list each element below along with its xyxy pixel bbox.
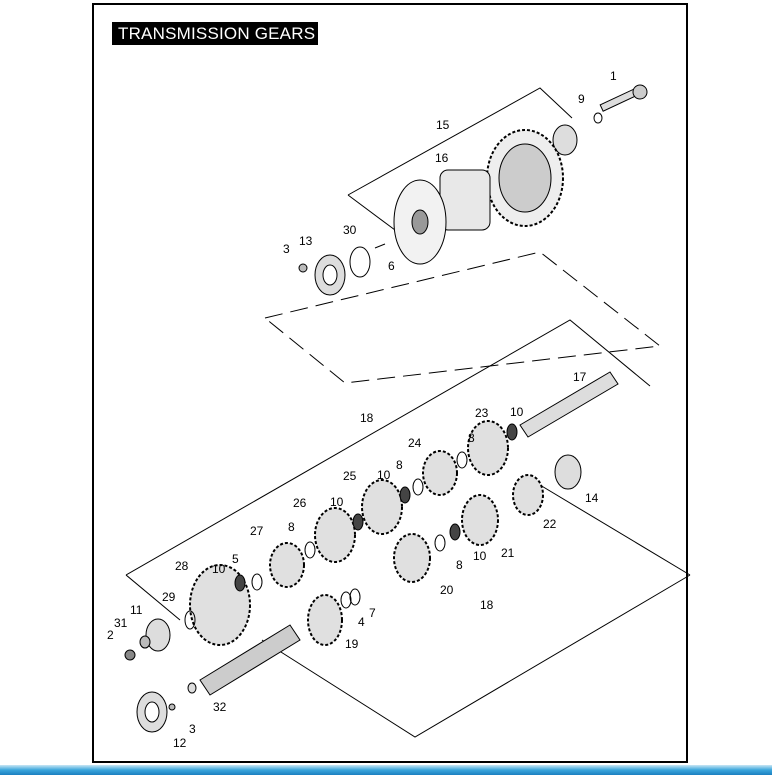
callout-13: 13: [299, 234, 313, 248]
countershaft-part: [199, 624, 301, 696]
washer-part-8: [456, 451, 468, 469]
callout-6: 6: [388, 259, 395, 273]
gear-part-22: [512, 474, 544, 516]
bushing-part: [552, 124, 578, 156]
screw-part-3: [298, 263, 308, 273]
bearing-part-10: [506, 423, 518, 441]
dowel-part-32: [187, 682, 197, 694]
diagram-title: TRANSMISSION GEARS: [112, 22, 318, 45]
callout-10: 10: [473, 549, 487, 563]
gear-part-19: [307, 594, 343, 646]
gear-part-24: [422, 450, 458, 496]
ring-part-4: [340, 591, 352, 609]
callout-3: 3: [189, 722, 196, 736]
screw-part-2: [124, 649, 136, 661]
washer-part-5: [251, 573, 263, 591]
callout-3: 3: [283, 242, 290, 256]
callout-18: 18: [360, 411, 374, 425]
ring-part-30: [349, 246, 371, 278]
callout-4: 4: [358, 615, 365, 629]
callout-21: 21: [501, 546, 515, 560]
callout-12: 12: [173, 736, 187, 750]
callout-10: 10: [212, 562, 226, 576]
callout-32: 32: [213, 700, 227, 714]
callout-19: 19: [345, 637, 359, 651]
callout-29: 29: [162, 590, 176, 604]
diagram-frame: [92, 3, 688, 763]
callout-labels: 1 9 15 16 13 30 3 6 17 18 23 10 8 24 25 …: [107, 69, 617, 750]
washer-part-9: [593, 112, 603, 124]
gear-part-26: [314, 507, 356, 563]
callout-15: 15: [436, 118, 450, 132]
window-bottom-bar: [0, 765, 772, 775]
callout-10: 10: [510, 405, 524, 419]
pin-part-6: [374, 243, 386, 249]
damper-part-16: [439, 169, 491, 231]
bolt-part-1: [599, 84, 648, 112]
callout-8: 8: [288, 520, 295, 534]
leader-bracket-18-lower: [261, 574, 691, 738]
callout-30: 30: [343, 223, 357, 237]
callout-23: 23: [475, 406, 489, 420]
gear-part-27: [269, 542, 305, 588]
callout-22: 22: [543, 517, 557, 531]
shaft-part-17: [519, 371, 619, 438]
callout-1: 1: [610, 69, 617, 83]
parts: [124, 84, 648, 733]
callout-27: 27: [250, 524, 264, 538]
callout-10: 10: [330, 495, 344, 509]
callout-24: 24: [408, 436, 422, 450]
callout-28: 28: [175, 559, 189, 573]
callout-8: 8: [468, 431, 475, 445]
screw-part-3b: [168, 703, 176, 711]
leader-bracket-15: [347, 87, 573, 196]
callout-11: 11: [130, 603, 143, 617]
callout-14: 14: [585, 491, 599, 505]
callout-18: 18: [480, 598, 494, 612]
callout-8: 8: [456, 558, 463, 572]
callout-8: 8: [396, 458, 403, 472]
gear-part-23: [467, 420, 509, 476]
callout-25: 25: [343, 469, 357, 483]
bearing-part-14: [554, 454, 582, 490]
callout-17: 17: [573, 370, 587, 384]
callout-5: 5: [232, 552, 239, 566]
dashed-group-outline: [263, 251, 662, 384]
ring-part-7: [349, 588, 361, 606]
callout-16: 16: [435, 151, 449, 165]
gear-part-21: [461, 494, 499, 546]
callout-31: 31: [114, 616, 128, 630]
callout-7: 7: [369, 606, 376, 620]
gear-part-25: [361, 479, 403, 535]
callout-9: 9: [578, 92, 585, 106]
callout-26: 26: [293, 496, 307, 510]
washer-part-29: [184, 610, 196, 630]
callout-20: 20: [440, 583, 454, 597]
leader-bracket-18-upper: [125, 319, 651, 576]
callout-2: 2: [107, 628, 114, 642]
bearing-part-11: [145, 618, 171, 652]
nut-part-31: [139, 635, 151, 649]
callout-10: 10: [377, 468, 391, 482]
gear-part-20: [393, 533, 431, 583]
